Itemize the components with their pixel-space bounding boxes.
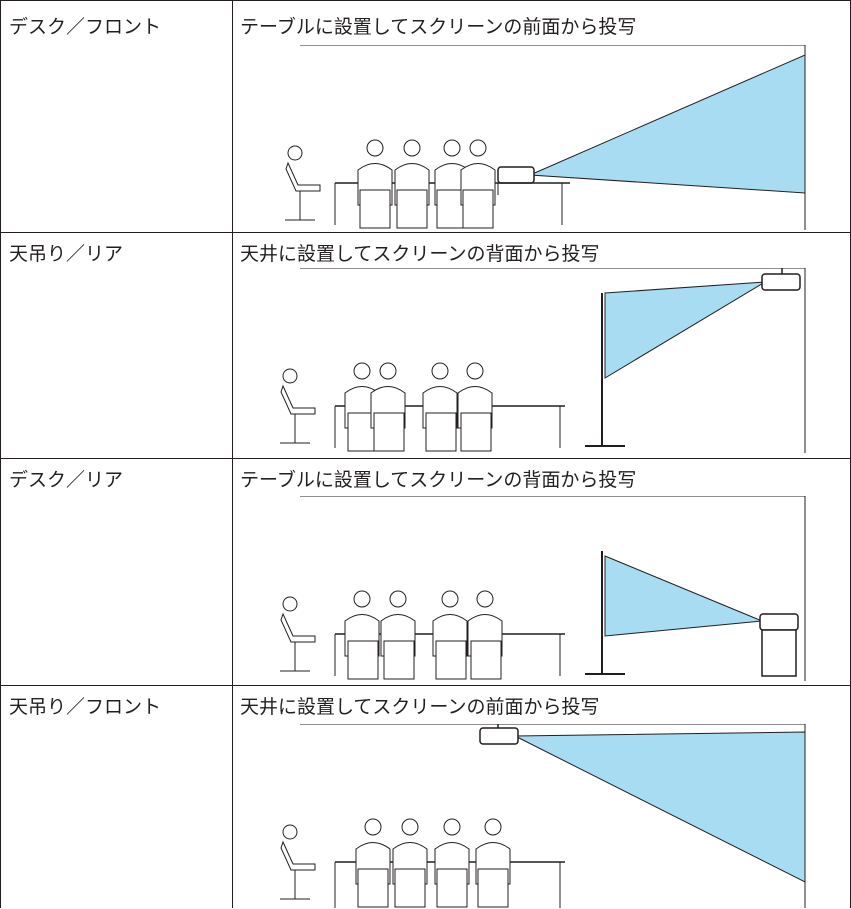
audience-icon <box>280 362 493 452</box>
projector-icon <box>761 273 801 291</box>
mode-label-ceiling-rear: 天吊り／リア <box>9 243 124 265</box>
mode-label-desk-front: デスク／フロント <box>9 16 162 38</box>
scene-desk-rear <box>240 496 810 681</box>
projection-beam <box>604 555 763 637</box>
audience-icon <box>280 818 511 908</box>
projection-beam <box>514 731 806 883</box>
projector-icon <box>759 613 799 631</box>
audience-icon <box>285 139 496 229</box>
row-divider <box>0 458 851 459</box>
scene-ceiling-rear <box>240 268 810 453</box>
projection-beam <box>604 281 766 379</box>
projector-icon <box>497 166 535 184</box>
row-divider <box>0 0 851 1</box>
projector-stand <box>761 629 797 677</box>
audience-icon <box>280 590 503 680</box>
column-divider <box>232 0 233 908</box>
mode-label-ceiling-front: 天吊り／フロント <box>9 696 162 718</box>
mode-description-desk-rear: テーブルに設置してスクリーンの背面から投写 <box>240 469 637 491</box>
scene-ceiling-front <box>240 724 810 909</box>
mode-label-desk-rear: デスク／リア <box>9 469 124 491</box>
mode-description-ceiling-rear: 天井に設置してスクリーンの背面から投写 <box>240 243 600 265</box>
projection-beam <box>529 54 806 194</box>
mode-description-ceiling-front: 天井に設置してスクリーンの前面から投写 <box>240 696 600 718</box>
mode-description-desk-front: テーブルに設置してスクリーンの前面から投写 <box>240 16 637 38</box>
scene-desk-front <box>240 45 810 230</box>
row-divider <box>0 685 851 686</box>
projector-icon <box>479 727 519 745</box>
row-divider <box>0 232 851 233</box>
table-border-left <box>0 0 1 908</box>
